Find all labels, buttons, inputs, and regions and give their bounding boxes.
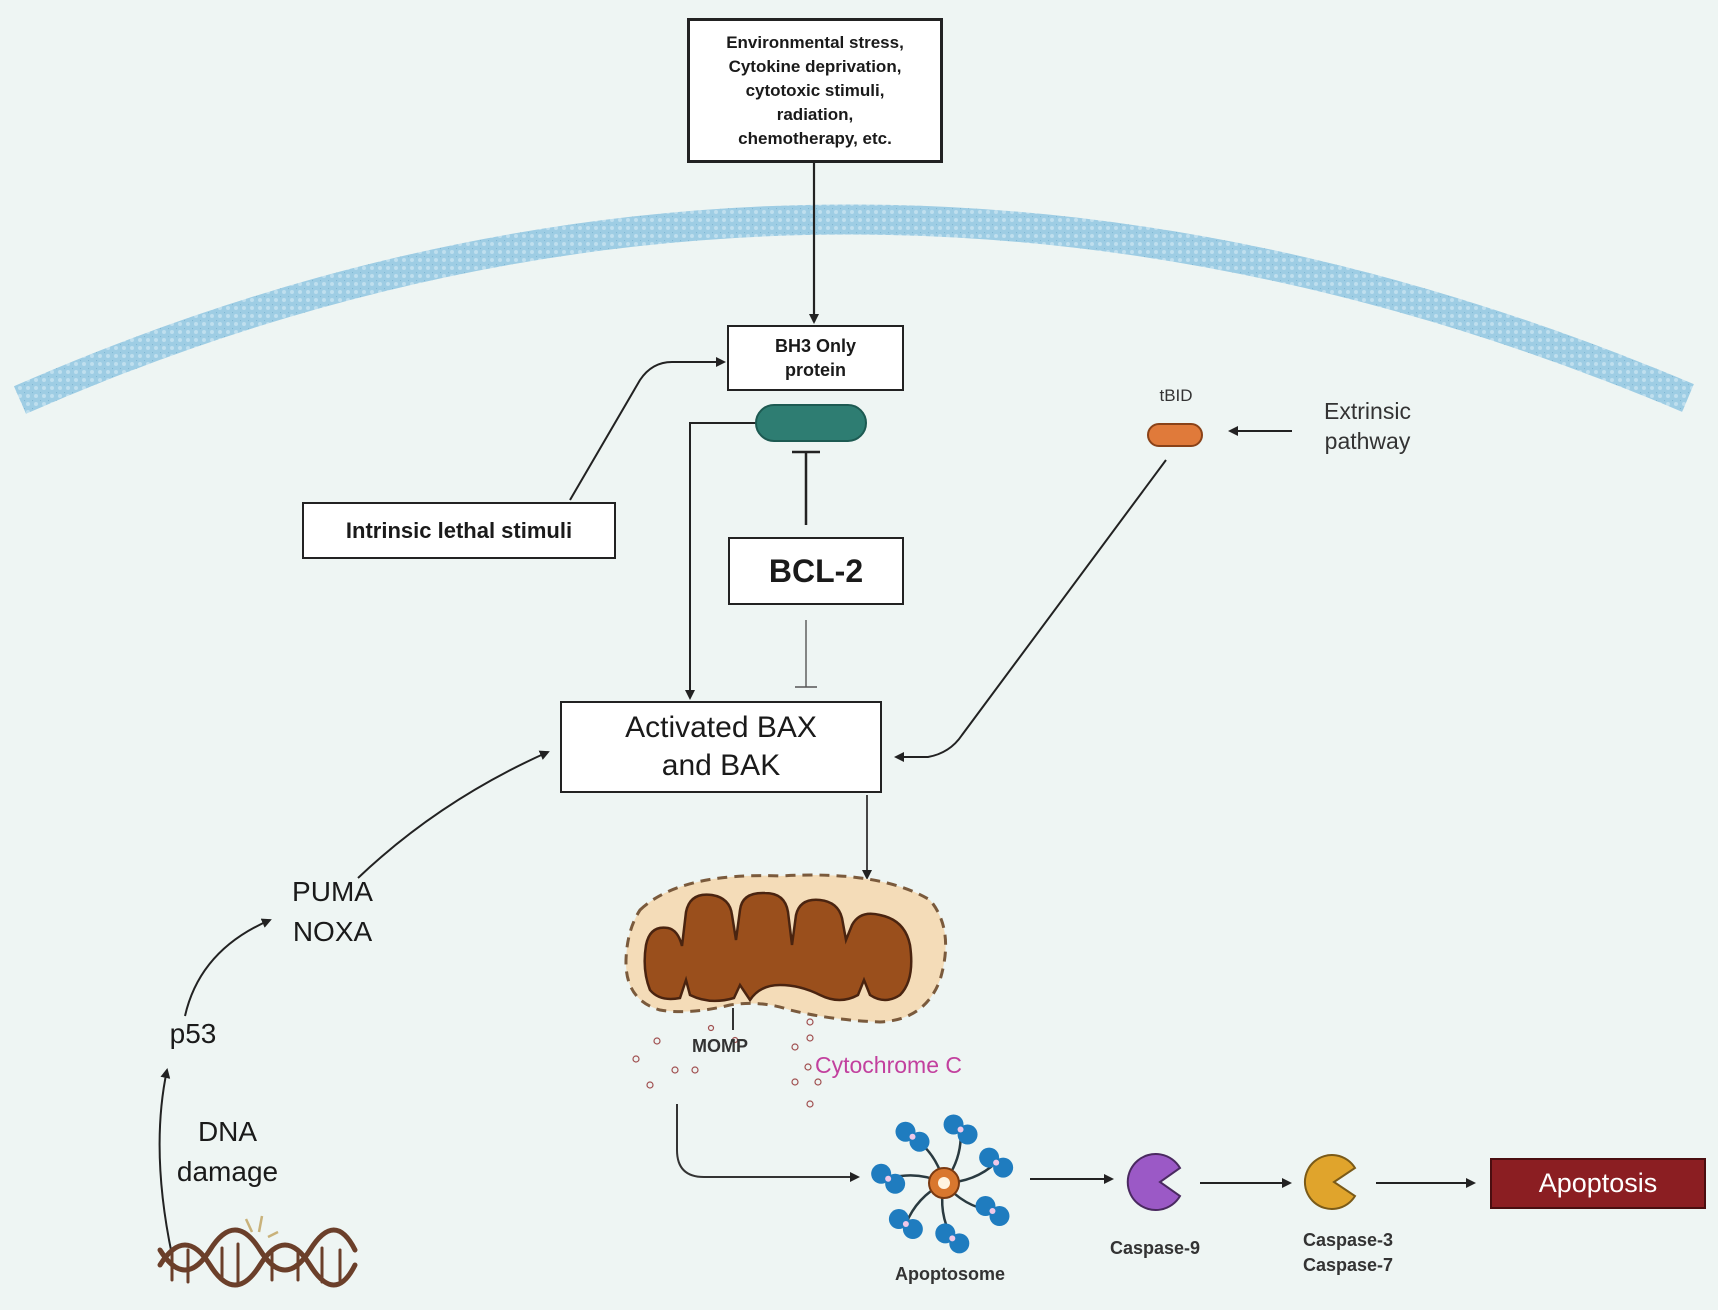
tbid-label: tBID (1159, 386, 1193, 405)
apoptosome-center-dot (993, 1159, 1000, 1166)
apoptosome-center-dot (989, 1208, 996, 1215)
caspase37-label: Caspase-3 Caspase-7 (1288, 1228, 1408, 1278)
bax-line: Activated BAX (625, 711, 817, 744)
tbid-pill-icon (1147, 423, 1203, 447)
puma-noxa-label: PUMA NOXA (270, 872, 395, 952)
bcl2-label: BCL-2 (768, 552, 864, 589)
bh3-protein-pill-icon (755, 404, 867, 442)
caspase9-label: Caspase-9 (1109, 1238, 1201, 1258)
caspase37-icon (1303, 1154, 1357, 1210)
edge-cytc-apoptosome (676, 1104, 860, 1182)
intrinsic-lethal-stimuli-box: Intrinsic lethal stimuli (302, 502, 616, 559)
caspase3-line: Caspase-3 (1302, 1230, 1394, 1250)
p53-label: p53 (169, 1018, 217, 1049)
apoptosis-label: Apoptosis (1538, 1168, 1658, 1198)
apoptosome-center-dot (909, 1133, 916, 1140)
edge-dna-p53 (158, 1068, 173, 1256)
edge-p53-puma (184, 918, 272, 1017)
cell-membrane-edge (13, 204, 1694, 414)
caspase9-icon (1126, 1153, 1182, 1211)
extrinsic-pathway-label: Extrinsic pathway (1305, 396, 1430, 456)
bh3-line: BH3 Only (774, 336, 857, 356)
cytochrome-c-particles (632, 1018, 822, 1108)
stress-line: radiation, (776, 104, 854, 124)
apoptosome-center-dot (885, 1175, 892, 1182)
mitochondrion-icon (624, 873, 948, 1024)
stress-box: Environmental stress, Cytokine deprivati… (687, 18, 943, 163)
cytochrome-c-label: Cytochrome C (815, 1052, 962, 1078)
apoptosis-box: Apoptosis (1490, 1158, 1706, 1209)
edge-intrinsic-bh3 (569, 357, 726, 501)
bax-line: and BAK (661, 749, 781, 782)
apoptosome-icon (871, 1114, 1014, 1254)
dna-damage-label: DNA damage (160, 1112, 295, 1192)
bh3-only-protein-box: BH3 Only protein (727, 325, 904, 391)
dna-line: DNA (197, 1116, 258, 1147)
edge-tbid-bax (894, 459, 1167, 762)
intrinsic-label: Intrinsic lethal stimuli (345, 517, 573, 543)
extrinsic-line: pathway (1324, 428, 1411, 454)
stress-line: Environmental stress, (726, 32, 904, 52)
momp-label: MOMP (692, 1036, 748, 1056)
apoptosome-center-dot (902, 1221, 909, 1228)
stress-line: Cytokine deprivation, (728, 56, 902, 76)
stress-line: cytotoxic stimuli, (745, 80, 885, 100)
dna-helix-icon (157, 1227, 358, 1288)
apoptosome-label: Apoptosome (895, 1264, 1005, 1284)
bcl2-box: BCL-2 (728, 537, 904, 605)
puma-line: PUMA (292, 876, 373, 907)
activated-bax-bak-box: Activated BAX and BAK (560, 701, 882, 793)
apoptosome-core-highlight (938, 1177, 950, 1189)
edge-puma-bax (357, 750, 550, 879)
extrinsic-line: Extrinsic (1324, 398, 1411, 424)
bh3-line: protein (785, 360, 846, 380)
noxa-line: NOXA (292, 916, 373, 947)
stress-line: chemotherapy, etc. (738, 128, 892, 148)
dna-break-spark-icon (244, 1215, 279, 1239)
apoptosome-center-dot (949, 1235, 956, 1242)
edge-bh3-bax (685, 422, 756, 700)
cell-membrane (13, 204, 1694, 414)
apoptosome-center-dot (957, 1126, 964, 1133)
damage-line: damage (176, 1156, 279, 1187)
caspase7-line: Caspase-7 (1302, 1255, 1394, 1275)
